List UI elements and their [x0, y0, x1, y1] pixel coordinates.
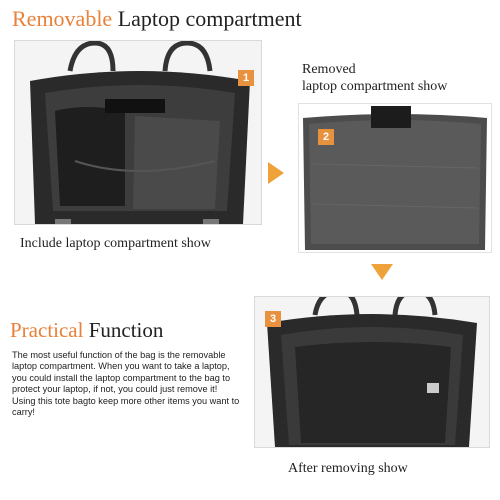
- title-accent: Removable: [12, 6, 113, 31]
- title-rest: Laptop compartment: [117, 6, 302, 31]
- caption-removed-line1: Removed: [302, 62, 356, 77]
- caption-removed-line2: laptop compartment show: [302, 79, 448, 94]
- function-heading: Practical Function: [10, 318, 163, 343]
- removed-compartment-photo: [298, 103, 492, 253]
- bag-after-removing-photo: [254, 296, 490, 448]
- function-heading-rest: Function: [88, 318, 164, 342]
- function-description: The most useful function of the bag is t…: [12, 350, 240, 418]
- bag-empty-illustration: [267, 297, 477, 447]
- function-heading-accent: Practical: [10, 318, 84, 342]
- arrow-down-icon: [371, 264, 393, 280]
- arrow-right-icon: [268, 162, 284, 184]
- step-badge-2: 2: [318, 129, 334, 145]
- page-title: Removable Laptop compartment: [12, 6, 302, 32]
- caption-after-removing: After removing show: [288, 461, 408, 476]
- compartment-illustration: [303, 106, 487, 250]
- bag-with-compartment-photo: [14, 40, 262, 225]
- step-badge-3: 3: [265, 311, 281, 327]
- caption-include-compartment: Include laptop compartment show: [20, 236, 211, 251]
- step-badge-1: 1: [238, 70, 254, 86]
- bag-open-top-illustration: [30, 41, 250, 224]
